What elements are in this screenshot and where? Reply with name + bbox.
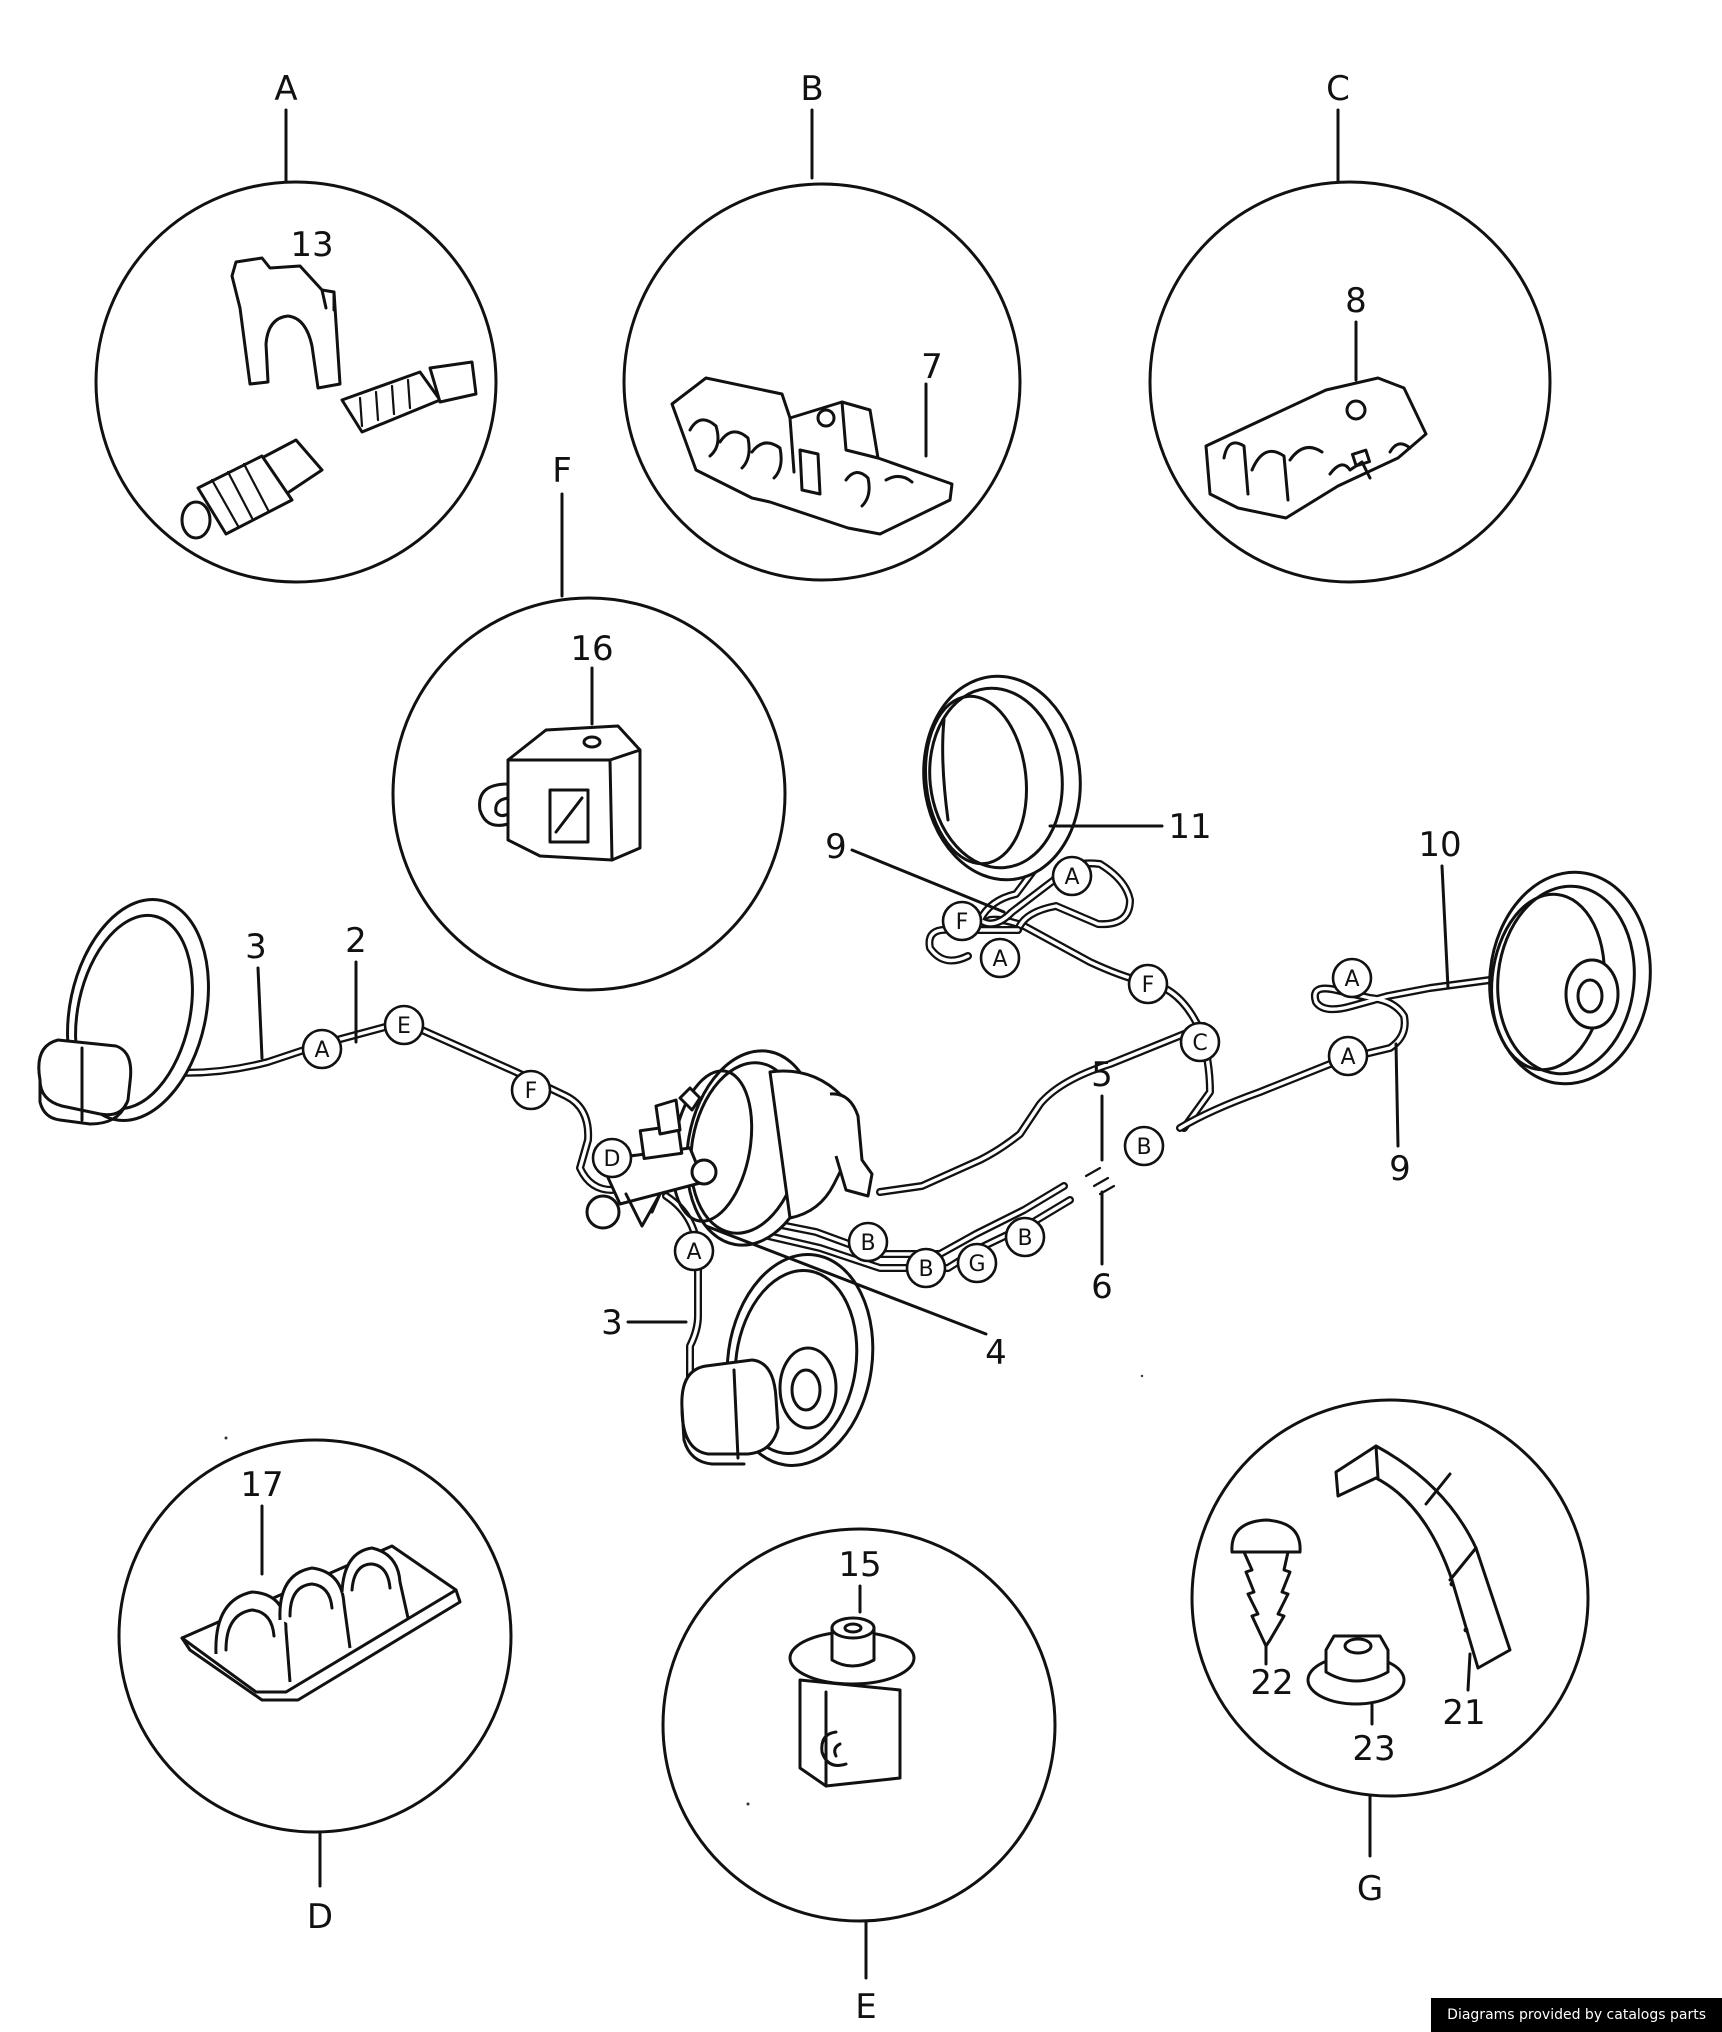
left-front-brake-assembly — [37, 898, 210, 1126]
detail-letter-C: C — [1326, 69, 1350, 109]
detail-letter-G: G — [1357, 1869, 1383, 1909]
svg-text:E: E — [397, 1014, 411, 1039]
detail-letter-D: D — [307, 1897, 333, 1937]
callout-5: 5 — [1091, 1055, 1113, 1095]
part-23-flange-nut — [1306, 1634, 1406, 1726]
marker-lower-B3: B — [1004, 1216, 1046, 1258]
marker-fr-B: B — [1123, 1125, 1165, 1167]
marker-left-F: F — [510, 1069, 552, 1111]
detail-circle-E: E 15 — [661, 1527, 1057, 2027]
svg-text:C: C — [1192, 1031, 1207, 1056]
part-21-label: 21 — [1442, 1693, 1485, 1733]
svg-text:A: A — [314, 1038, 329, 1063]
part-16-label: 16 — [570, 629, 613, 669]
callout-3-left: 3 — [245, 927, 267, 967]
marker-lower-A: A — [673, 1230, 715, 1272]
marker-fr-C: C — [1179, 1021, 1221, 1063]
svg-text:A: A — [992, 947, 1007, 972]
part-13-label: 13 — [290, 225, 333, 265]
part-21-trim-strip — [1334, 1444, 1512, 1692]
marker-lower-B1: B — [847, 1221, 889, 1263]
callout-10: 10 — [1418, 825, 1461, 865]
detail-circle-C: C 8 — [1148, 69, 1552, 584]
marker-left-A: A — [301, 1028, 343, 1070]
part-17-label: 17 — [240, 1465, 283, 1505]
detail-letter-E: E — [855, 1987, 876, 2027]
svg-text:A: A — [1344, 967, 1359, 992]
svg-text:D: D — [604, 1147, 621, 1172]
detail-circle-G: G 22 21 23 — [1190, 1398, 1590, 1909]
callout-11: 11 — [1168, 807, 1211, 847]
part-16-block-clip — [478, 724, 642, 862]
right-rear-brake-assembly — [1488, 870, 1652, 1086]
credit-banner: Diagrams provided by catalogs parts — [1431, 1998, 1722, 2032]
svg-text:B: B — [1017, 1226, 1032, 1251]
svg-text:A: A — [1064, 865, 1079, 890]
svg-text:B: B — [860, 1231, 875, 1256]
left-rear-brake-assembly — [680, 1253, 875, 1467]
detail-letter-F: F — [552, 451, 572, 491]
callout-9-right: 9 — [1389, 1149, 1411, 1189]
detail-circle-B: B 7 — [622, 69, 1022, 582]
detail-letter-B: B — [800, 69, 823, 109]
detail-circle-F: F 16 — [391, 451, 787, 992]
part-7-label: 7 — [921, 347, 943, 387]
part-22-push-rivet — [1230, 1518, 1302, 1666]
part-13-clip-and-switch — [180, 256, 478, 540]
part-22-label: 22 — [1250, 1663, 1293, 1703]
svg-text:F: F — [1142, 973, 1155, 998]
marker-lower-B2: B — [905, 1247, 947, 1289]
callout-9-upper: 9 — [825, 827, 847, 867]
marker-rear-A-loop: A — [1331, 957, 1373, 999]
svg-text:A: A — [1340, 1045, 1355, 1070]
svg-text:B: B — [918, 1257, 933, 1282]
marker-fr-F-loop: F — [941, 900, 983, 942]
svg-text:F: F — [956, 910, 969, 935]
marker-fr-A-low: A — [979, 937, 1021, 979]
marker-fr-A-top: A — [1051, 855, 1093, 897]
right-front-brake-assembly — [922, 674, 1082, 882]
marker-lower-G: G — [956, 1242, 998, 1284]
callout-3-lower: 3 — [601, 1303, 623, 1343]
line-marker-bubbles: A E F D A A F F C B A A A B B G B — [301, 855, 1373, 1289]
svg-text:G: G — [968, 1252, 985, 1277]
callout-4: 4 — [985, 1333, 1007, 1373]
master-cylinder-booster — [585, 1049, 874, 1247]
marker-left-D: D — [591, 1137, 633, 1179]
marker-rear-A: A — [1327, 1035, 1369, 1077]
callout-2: 2 — [345, 921, 367, 961]
part-15-clip-nut — [788, 1616, 916, 1788]
detail-circle-D: D 17 — [117, 1438, 513, 1937]
marker-fr-F: F — [1127, 963, 1169, 1005]
part-8-line-clip — [1204, 376, 1428, 520]
callout-6: 6 — [1091, 1267, 1113, 1307]
part-7-line-clip — [670, 376, 954, 536]
detail-circle-A: A 13 — [94, 69, 498, 584]
part-17-multi-clip — [180, 1544, 462, 1702]
svg-text:F: F — [525, 1079, 538, 1104]
part-callouts: 3 2 3 4 5 6 9 11 10 9 — [245, 807, 1461, 1373]
part-23-label: 23 — [1352, 1729, 1395, 1769]
part-15-label: 15 — [838, 1545, 881, 1585]
part-8-label: 8 — [1345, 281, 1367, 321]
marker-left-E: E — [383, 1004, 425, 1046]
svg-text:B: B — [1136, 1135, 1151, 1160]
detail-letter-A: A — [274, 69, 297, 109]
svg-text:A: A — [686, 1240, 701, 1265]
